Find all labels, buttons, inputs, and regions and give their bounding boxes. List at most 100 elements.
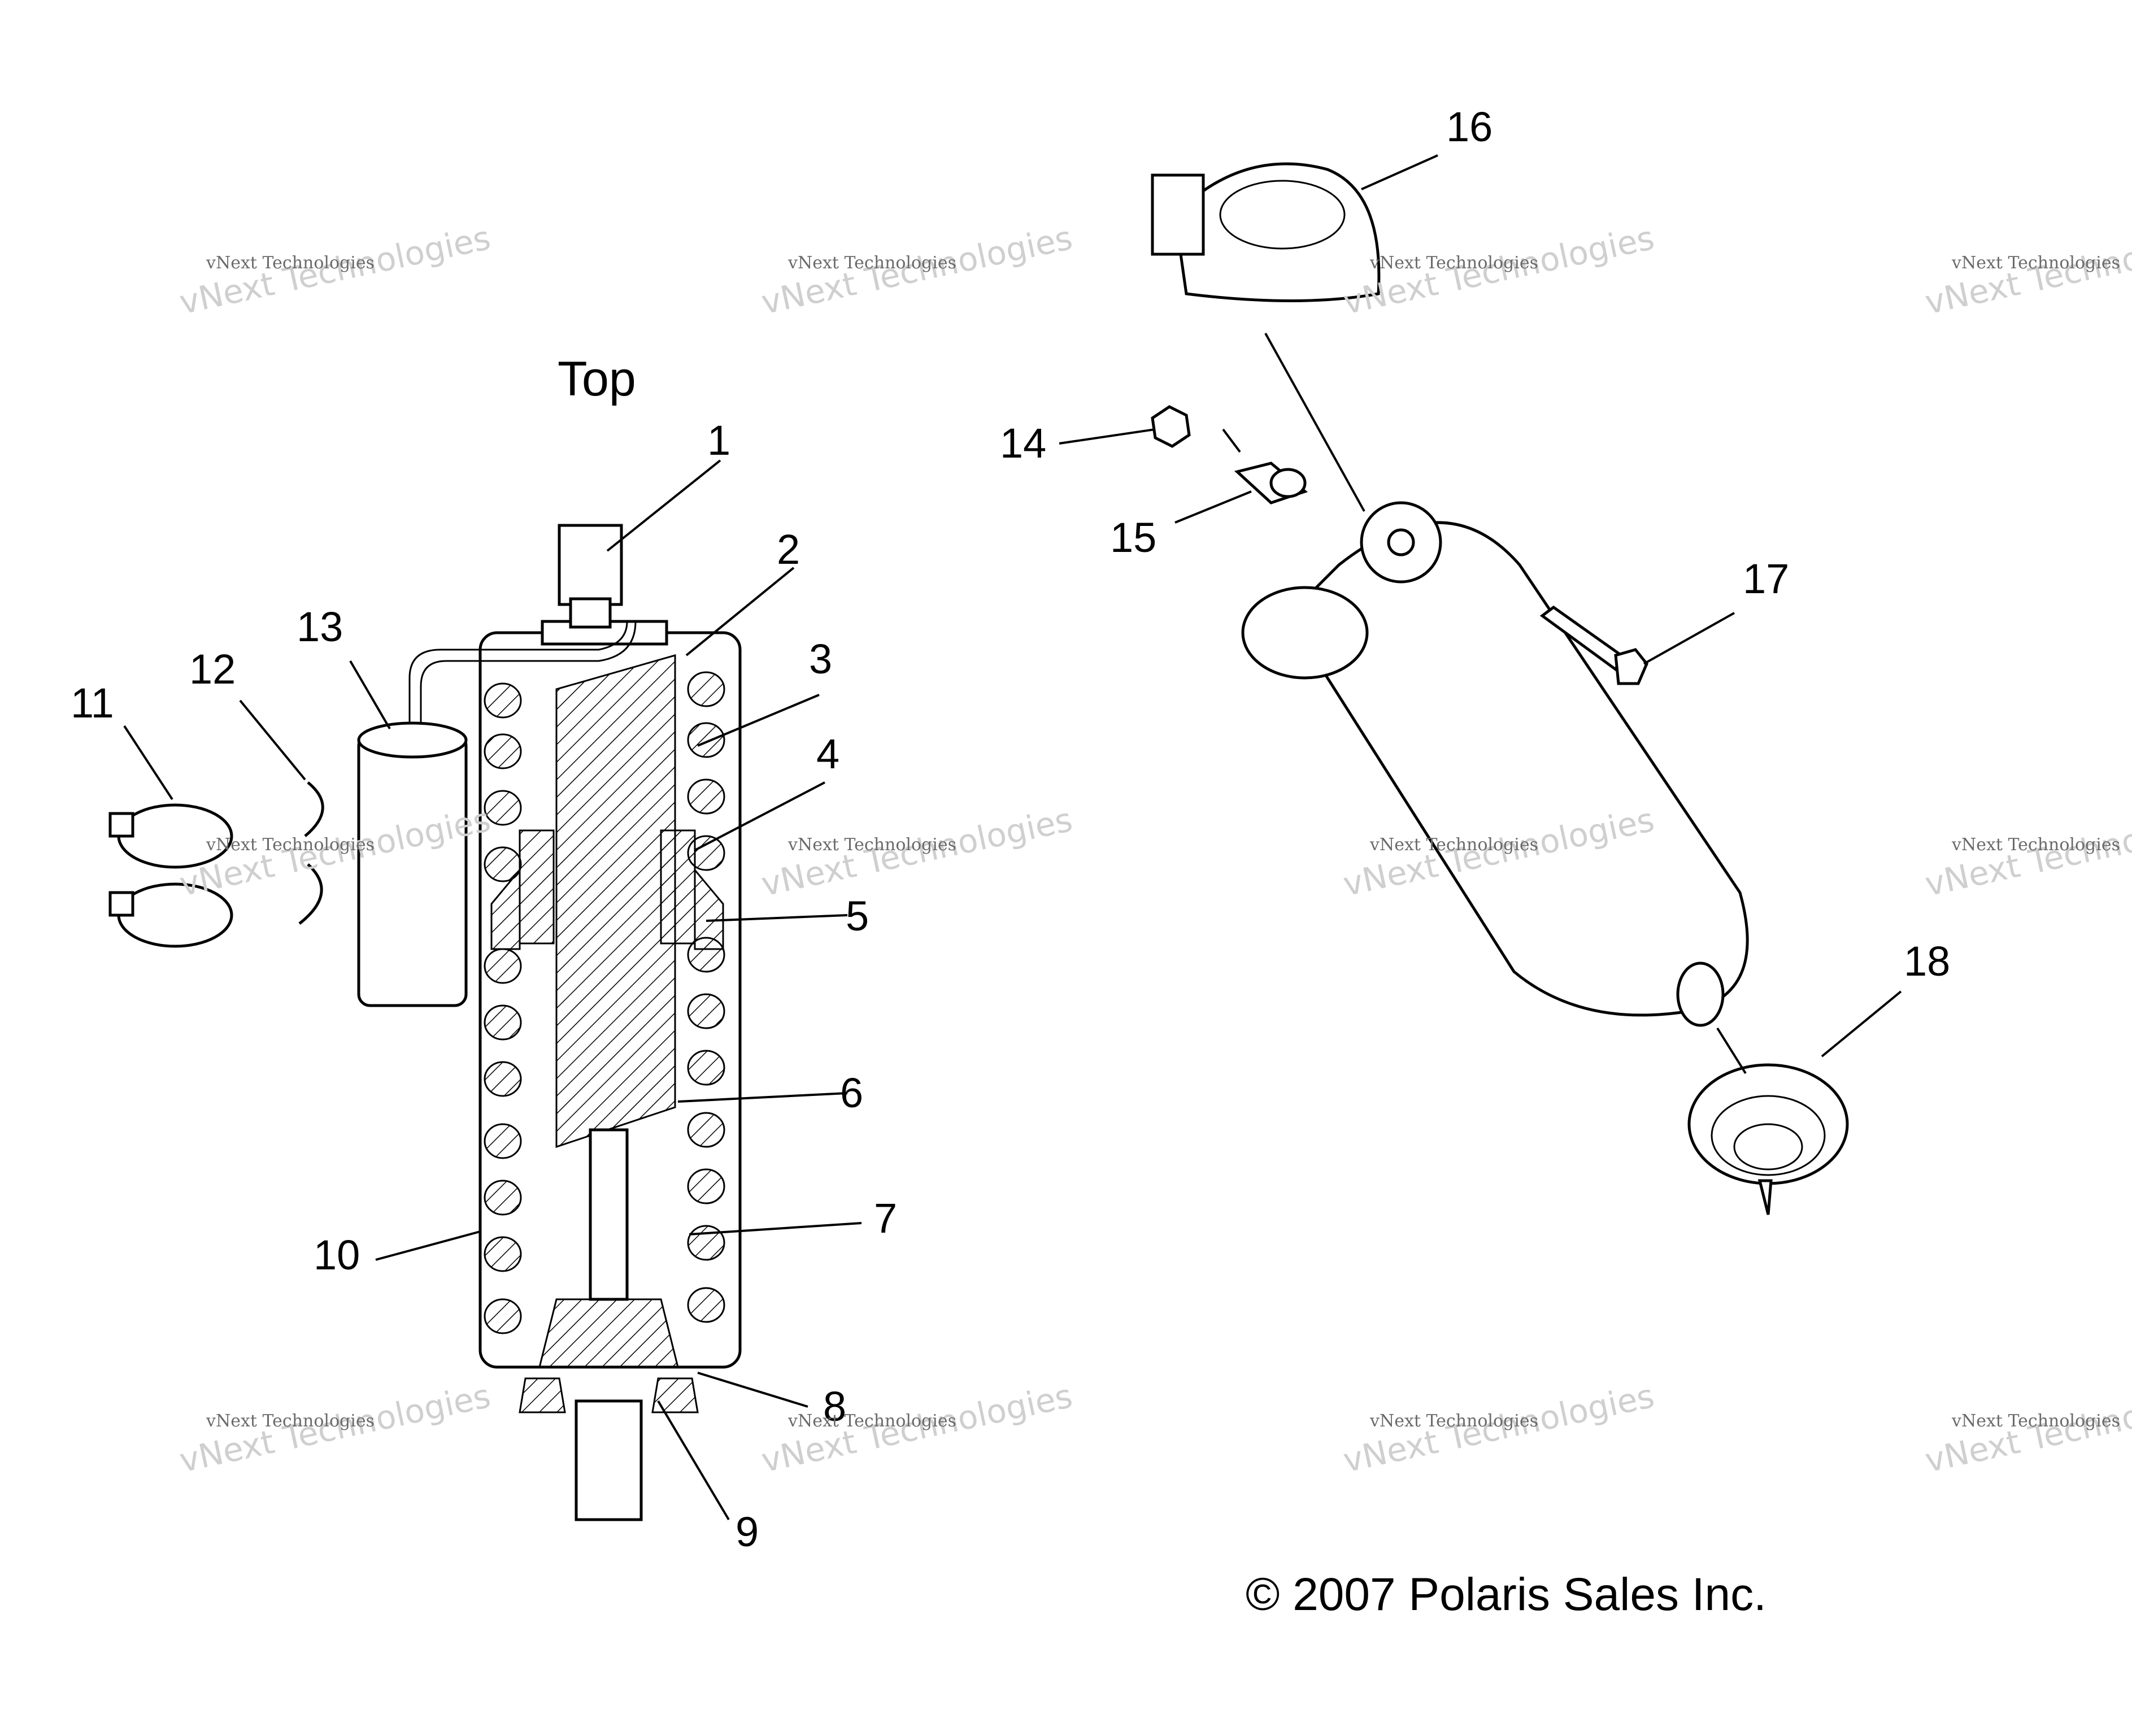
spring-coil-section bbox=[484, 733, 522, 769]
spring-coil-section bbox=[687, 1168, 725, 1204]
shock-eyelet-hole bbox=[1387, 528, 1415, 556]
bushing bbox=[1234, 462, 1308, 504]
spring-coil-section bbox=[484, 1236, 522, 1272]
reservoir-end bbox=[1241, 586, 1369, 680]
top-eyelet bbox=[558, 524, 623, 606]
spring-coil-section bbox=[687, 722, 725, 758]
spring-coil-section bbox=[687, 993, 725, 1029]
spring-coil-section bbox=[484, 1004, 522, 1041]
watermark-small: vNext Technologies bbox=[787, 1411, 956, 1431]
bottom-eyelet bbox=[575, 1399, 643, 1521]
watermark-small: vNext Technologies bbox=[1369, 835, 1538, 855]
cup-inner bbox=[1711, 1095, 1826, 1176]
shock-cross-section bbox=[408, 524, 742, 1521]
reservoir-hose-inner bbox=[420, 621, 637, 734]
callout-3: 3 bbox=[809, 636, 832, 682]
spring-coil-section bbox=[484, 948, 522, 984]
watermark-small: vNext Technologies bbox=[206, 253, 375, 273]
spring-coil-section bbox=[687, 778, 725, 815]
spring-coil-section bbox=[687, 1225, 725, 1261]
spring-coil-section bbox=[484, 846, 522, 882]
piston-ring-left bbox=[490, 867, 521, 950]
clip-upper bbox=[304, 781, 324, 837]
cup-base bbox=[1733, 1123, 1803, 1171]
callout-4: 4 bbox=[816, 730, 839, 777]
callout-9: 9 bbox=[736, 1508, 759, 1555]
shaft-upper bbox=[555, 654, 676, 1148]
watermark-small: vNext Technologies bbox=[206, 835, 375, 855]
bottom-seal bbox=[538, 1298, 679, 1368]
callout-11: 11 bbox=[71, 680, 114, 726]
watermark-small: vNext Technologies bbox=[787, 835, 956, 855]
bottom-cup bbox=[1687, 1063, 1849, 1215]
spring-coils bbox=[484, 671, 725, 1334]
spring-coil-section bbox=[484, 682, 522, 719]
leader-lines bbox=[123, 154, 1902, 1521]
shock-canister bbox=[1286, 521, 1749, 1017]
watermark-small: vNext Technologies bbox=[1369, 1411, 1538, 1431]
clip bbox=[298, 781, 324, 925]
hose-clamps bbox=[108, 803, 233, 948]
spring-coil-section bbox=[484, 1061, 522, 1097]
top-cover-shell bbox=[1173, 162, 1381, 302]
spring-coil-section bbox=[484, 790, 522, 826]
watermarks: vNext Technologies vNext Technologies vNex… bbox=[176, 219, 2132, 1480]
callout-13: 13 bbox=[297, 603, 343, 650]
spring-coil-section bbox=[687, 1050, 725, 1086]
reservoir-body bbox=[357, 733, 468, 1007]
clip-lower bbox=[298, 863, 323, 925]
callout-7: 7 bbox=[874, 1195, 897, 1242]
watermark-small: vNext Technologies bbox=[1369, 253, 1538, 273]
callout-5: 5 bbox=[846, 893, 869, 939]
callout-10: 10 bbox=[314, 1232, 360, 1278]
bushing-end bbox=[1269, 468, 1307, 498]
spring-coil-section bbox=[687, 671, 725, 707]
bolt bbox=[1539, 605, 1648, 685]
bolt-head bbox=[1614, 648, 1648, 685]
watermark-small: vNext Technologies bbox=[206, 1411, 375, 1431]
nut-hex bbox=[1151, 405, 1191, 448]
spring-coil-section bbox=[484, 1123, 522, 1159]
spring-coil-section bbox=[687, 1287, 725, 1323]
watermark-small: vNext Technologies bbox=[1951, 253, 2120, 273]
reservoir-hose bbox=[408, 621, 628, 734]
callout-18: 18 bbox=[1904, 938, 1950, 985]
assembled-shock bbox=[1241, 501, 1749, 1027]
top-cover-opening bbox=[1219, 180, 1346, 250]
nut bbox=[1151, 405, 1191, 448]
bottom-bushing-left bbox=[519, 1377, 566, 1413]
lower-eyelet bbox=[1676, 961, 1725, 1027]
spring-coil-section bbox=[484, 1298, 522, 1334]
top-cover-clip bbox=[1151, 173, 1205, 256]
view-label: Top bbox=[558, 352, 636, 406]
reservoir bbox=[357, 721, 468, 1007]
reservoir-top bbox=[357, 721, 468, 759]
spring-coil-section bbox=[687, 835, 725, 871]
watermark-small: vNext Technologies bbox=[787, 253, 956, 273]
clamp-lower-screw bbox=[108, 891, 134, 917]
top-eyelet-neck bbox=[569, 597, 612, 629]
callout-6: 6 bbox=[840, 1069, 863, 1116]
spring-coil-section bbox=[484, 1180, 522, 1216]
watermark-small: vNext Technologies bbox=[1951, 1411, 2120, 1431]
top-cover bbox=[1151, 162, 1381, 302]
spring-coil-section bbox=[687, 937, 725, 973]
callout-labels: 1 2 3 4 5 6 7 8 9 10 11 12 13 14 15 16 1… bbox=[71, 103, 1950, 1555]
callout-2: 2 bbox=[777, 526, 800, 573]
callout-12: 12 bbox=[189, 646, 236, 693]
callout-1: 1 bbox=[707, 417, 730, 464]
shaft-lower bbox=[589, 1128, 629, 1301]
callout-14: 14 bbox=[1000, 420, 1046, 467]
copyright-notice: © 2007 Polaris Sales Inc. bbox=[1246, 1569, 1766, 1620]
callout-8: 8 bbox=[823, 1383, 846, 1430]
cup-spike bbox=[1757, 1179, 1773, 1215]
clamp-upper-screw bbox=[108, 812, 134, 838]
callout-17: 17 bbox=[1743, 555, 1789, 602]
callout-16: 16 bbox=[1446, 103, 1493, 150]
bottom-bushing-right bbox=[651, 1377, 699, 1413]
watermark-small: vNext Technologies bbox=[1951, 835, 2120, 855]
piston-left bbox=[519, 829, 555, 945]
spring-coil-section bbox=[687, 1112, 725, 1148]
callout-15: 15 bbox=[1110, 514, 1156, 561]
